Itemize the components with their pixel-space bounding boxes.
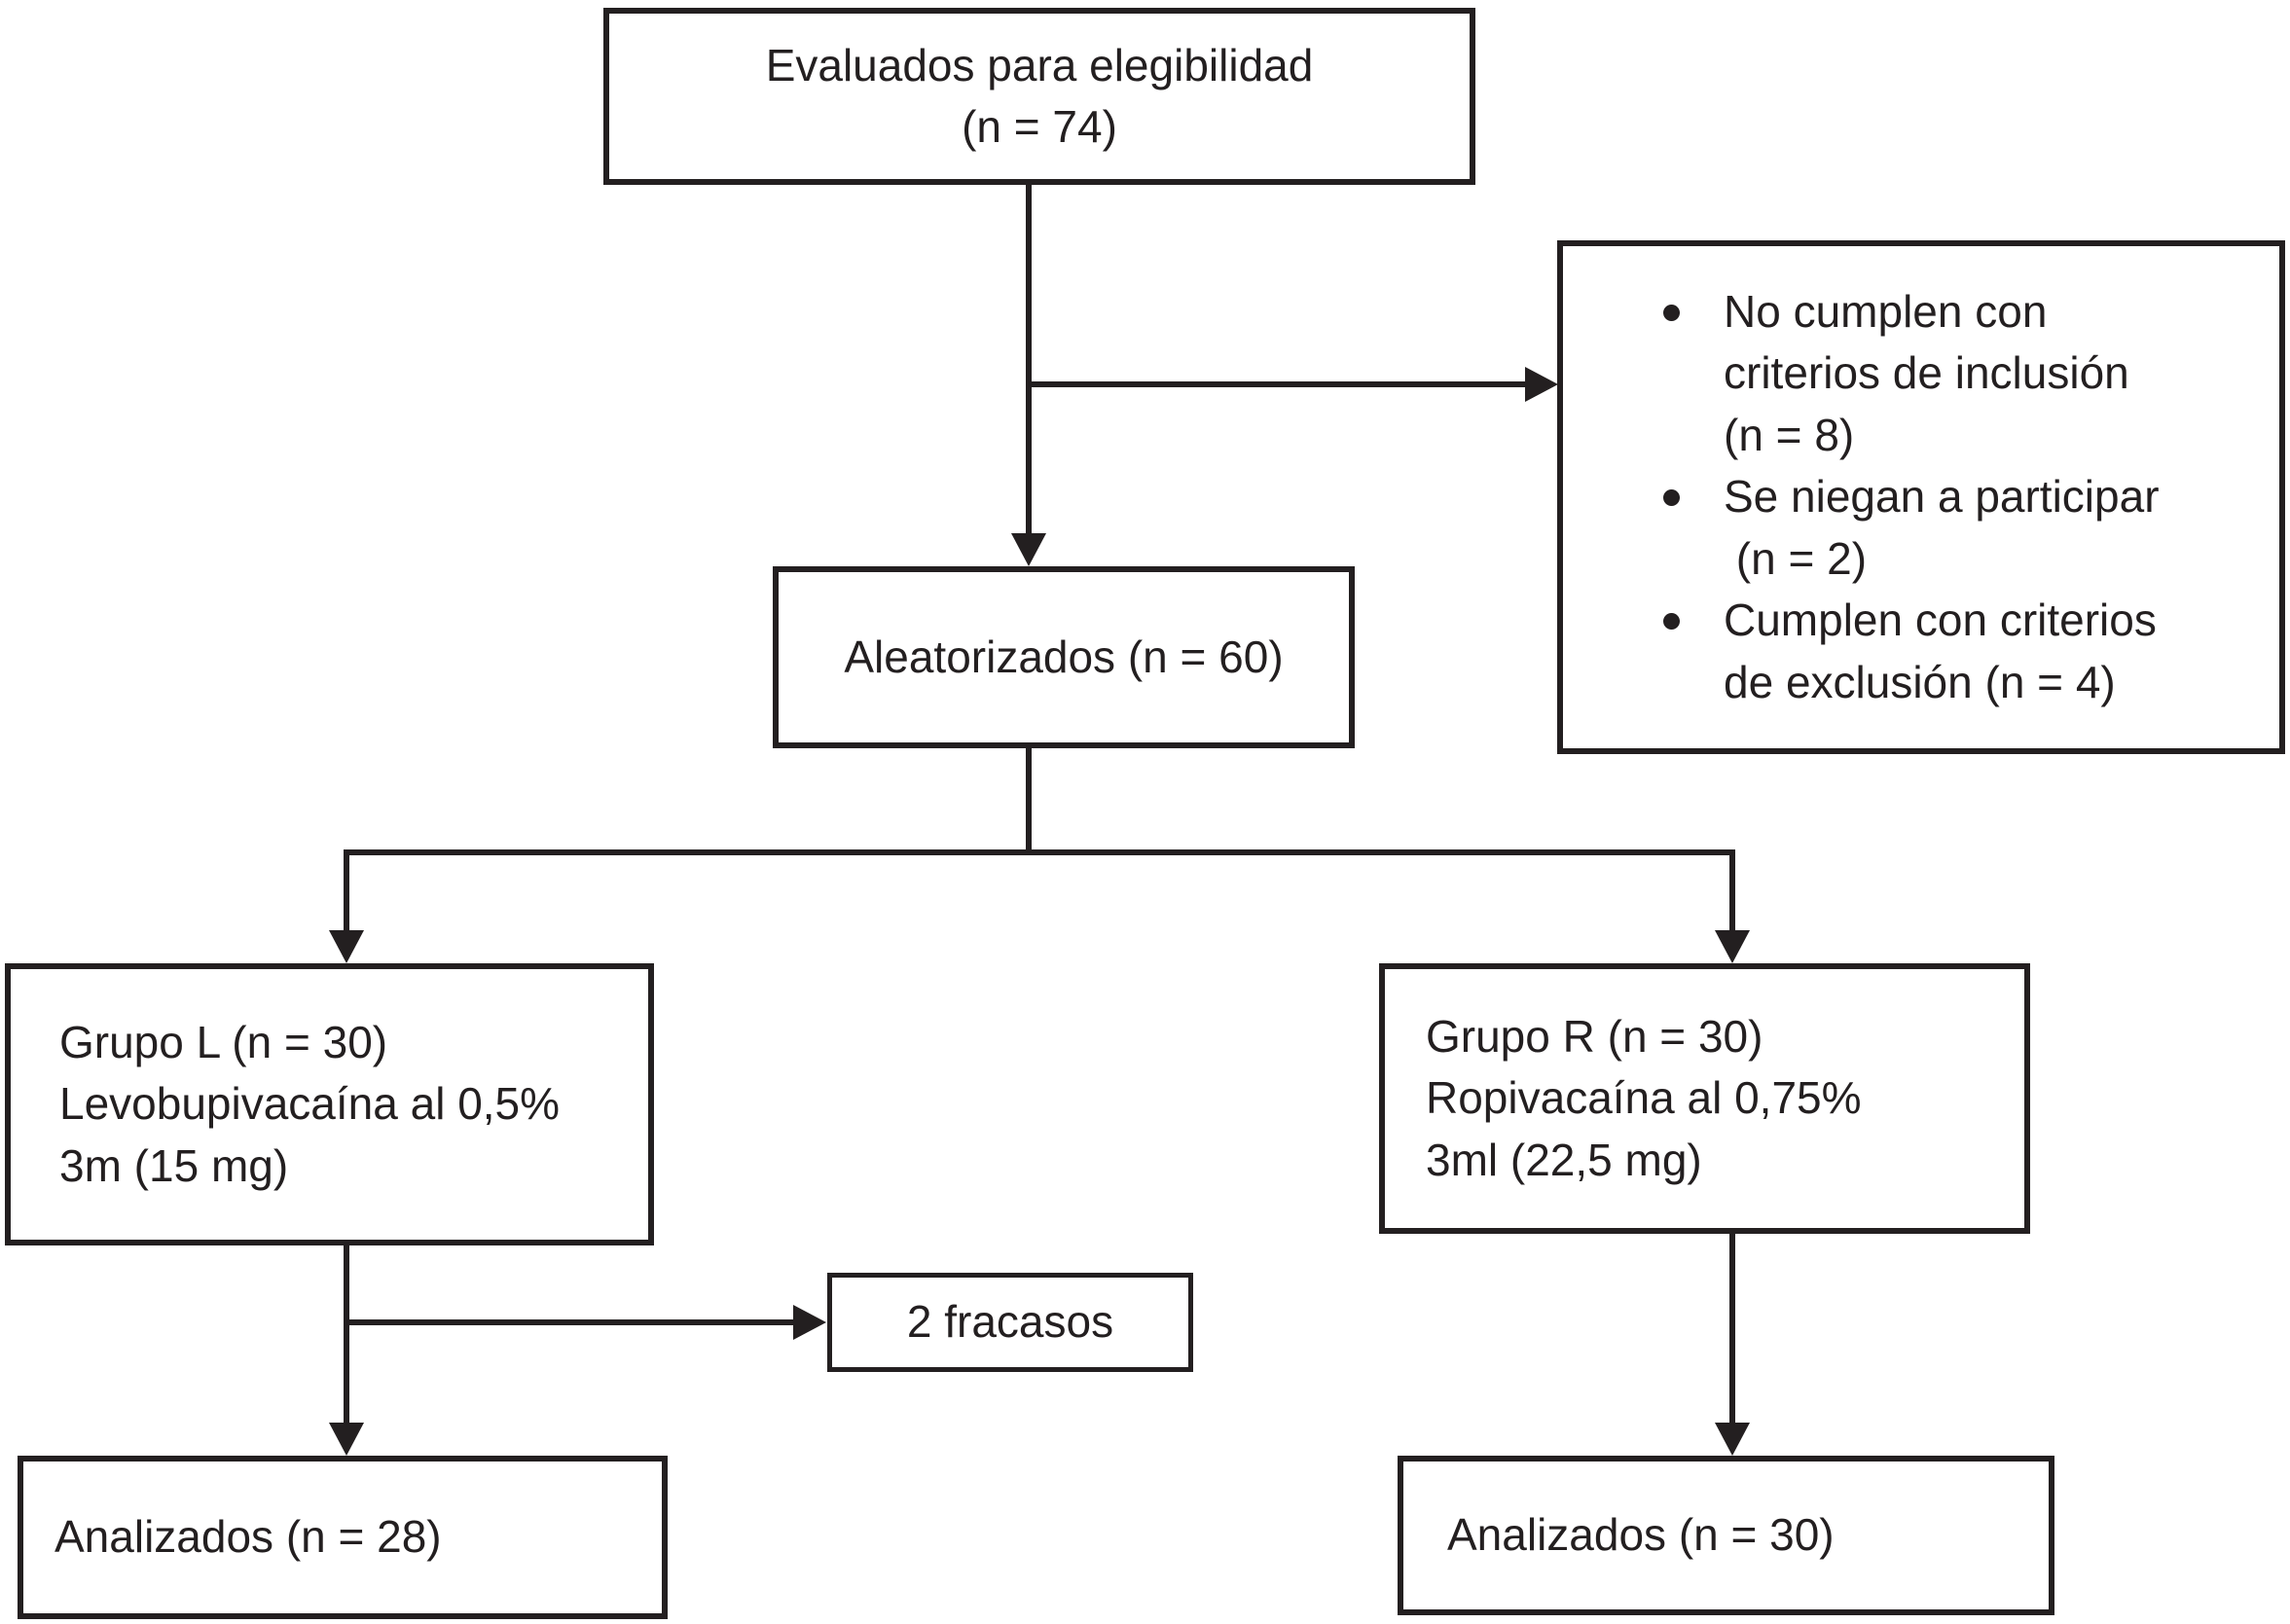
connector-group-r-to-analyzed-r (1729, 1234, 1735, 1423)
arrowhead-down-analyzed-l (329, 1423, 364, 1456)
excluded-reasons-list: No cumplen con criterios de inclusión (n… (1563, 281, 2279, 713)
node-analyzed-r: Analizados (n = 30) (1398, 1456, 2054, 1615)
node-failures-text: 2 fracasos (906, 1296, 1114, 1348)
node-analyzed-r-text: Analizados (n = 30) (1447, 1509, 1835, 1561)
node-group-l: Grupo L (n = 30) Levobupivacaína al 0,5%… (5, 963, 654, 1245)
excluded-reason-item: Cumplen con criterios de exclusión (n = … (1663, 590, 2260, 713)
node-failures: 2 fracasos (827, 1273, 1193, 1372)
node-group-l-text: Grupo L (n = 30) Levobupivacaína al 0,5%… (59, 1016, 561, 1191)
arrowhead-down-group-r (1715, 930, 1750, 963)
connector-branch-to-group-l (344, 855, 349, 931)
arrowhead-right-excluded (1525, 367, 1558, 402)
excluded-reason-item: Se niegan a participar (n = 2) (1663, 466, 2260, 590)
arrowhead-right-failures (793, 1305, 826, 1340)
node-analyzed-l-text: Analizados (n = 28) (55, 1511, 442, 1563)
node-excluded-reasons: No cumplen con criterios de inclusión (n… (1557, 240, 2285, 754)
connector-assessed-to-randomized (1026, 185, 1032, 533)
node-analyzed-l: Analizados (n = 28) (18, 1456, 668, 1619)
connector-group-l-to-analyzed-l (344, 1245, 349, 1423)
connector-to-excluded (1029, 381, 1525, 387)
excluded-reason-item: No cumplen con criterios de inclusión (n… (1663, 281, 2260, 466)
node-randomized: Aleatorizados (n = 60) (773, 566, 1355, 748)
arrowhead-down-analyzed-r (1715, 1423, 1750, 1456)
arrowhead-down-randomized (1011, 533, 1046, 566)
node-randomized-text: Aleatorizados (n = 60) (844, 631, 1284, 682)
connector-branch-to-group-r (1729, 855, 1735, 931)
connector-randomized-stem (1026, 748, 1032, 855)
connector-branch-bar (344, 849, 1735, 855)
arrowhead-down-group-l (329, 930, 364, 963)
node-group-r-text: Grupo R (n = 30) Ropivacaína al 0,75% 3m… (1426, 1010, 1862, 1185)
node-assessed-eligibility-text: Evaluados para elegibilidad (n = 74) (765, 39, 1314, 152)
node-group-r: Grupo R (n = 30) Ropivacaína al 0,75% 3m… (1379, 963, 2030, 1234)
connector-to-failures (344, 1319, 793, 1325)
node-assessed-eligibility: Evaluados para elegibilidad (n = 74) (603, 8, 1475, 185)
